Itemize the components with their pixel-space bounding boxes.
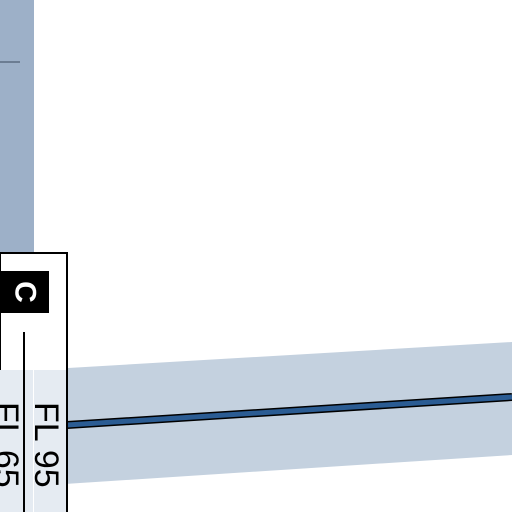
airspace-class-badge xyxy=(0,271,49,313)
label-box-tint xyxy=(34,370,66,512)
upper-altitude-limit: FL 95 xyxy=(27,402,65,488)
airway-line xyxy=(66,394,512,428)
lower-altitude-limit: FL 65 xyxy=(0,402,25,488)
label-box-tint-left xyxy=(0,370,33,512)
airspace-class-letter: C xyxy=(9,281,42,303)
airspace-label-box[interactable]: C FL 95 FL 65 xyxy=(0,252,68,512)
